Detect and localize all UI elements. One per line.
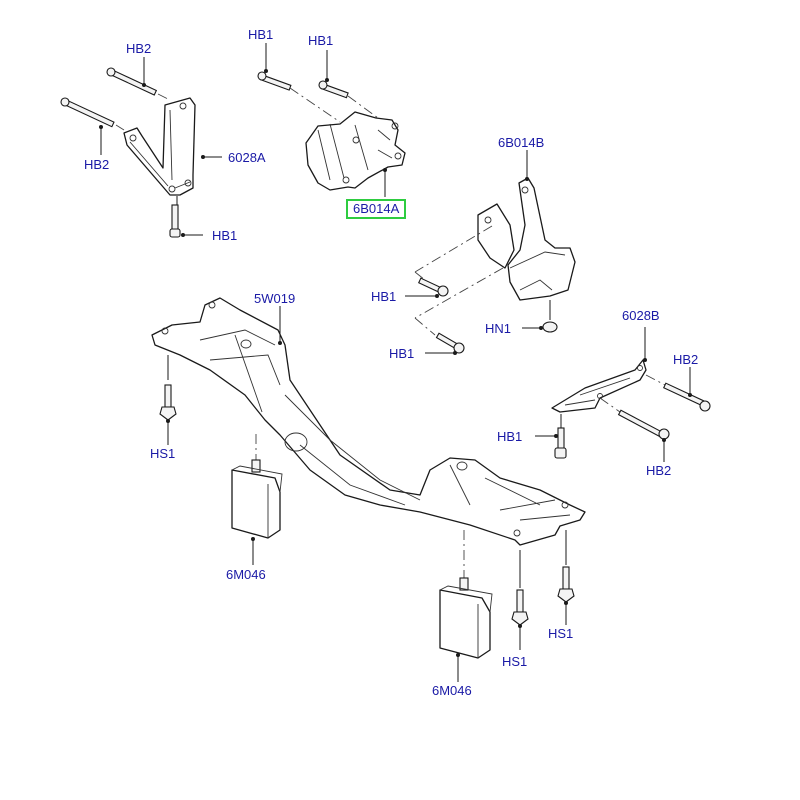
callout-hb2-right-top[interactable]: HB2 <box>673 352 699 367</box>
callout-6028b[interactable]: 6028B <box>622 308 660 323</box>
callout-hb1-mid-a[interactable]: HB1 <box>371 289 397 304</box>
callout-hb2-top[interactable]: HB2 <box>126 41 152 56</box>
mount-6m046-left[interactable] <box>231 434 283 539</box>
mount-6b014b[interactable] <box>477 177 576 301</box>
bracket-6b014a[interactable] <box>305 111 406 191</box>
callout-hs1-center[interactable]: HS1 <box>502 654 528 669</box>
bolt-hb2-right-top[interactable] <box>645 374 711 412</box>
callout-5w019[interactable]: 5W019 <box>254 291 296 306</box>
callout-hb1-top-a[interactable]: HB1 <box>248 27 274 42</box>
callout-hb1-mid-b[interactable]: HB1 <box>389 346 415 361</box>
bolt-hb1-6028a[interactable] <box>169 204 181 238</box>
bolt-hs1-left[interactable] <box>159 355 177 421</box>
bolt-hb2-top[interactable] <box>106 67 171 101</box>
callout-hb1-top-b[interactable]: HB1 <box>308 33 334 48</box>
bolt-hs1-center[interactable] <box>511 550 529 626</box>
bracket-6028b[interactable] <box>551 359 647 413</box>
callout-hb2-left[interactable]: HB2 <box>84 157 110 172</box>
callout-hs1-right[interactable]: HS1 <box>548 626 574 641</box>
callout-hn1[interactable]: HN1 <box>485 321 512 336</box>
callout-6b014b[interactable]: 6B014B <box>498 135 545 150</box>
bolt-hb1-mid-b[interactable] <box>435 332 465 354</box>
callout-6028a[interactable]: 6028A <box>228 150 266 165</box>
callout-hs1-left[interactable]: HS1 <box>150 446 176 461</box>
callout-hb1-right[interactable]: HB1 <box>497 429 523 444</box>
mount-6m046-right[interactable] <box>439 530 493 659</box>
bolt-hb1-top-a[interactable] <box>257 71 341 123</box>
callout-hb2-right-bottom[interactable]: HB2 <box>646 463 672 478</box>
bolt-hb1-mid-a[interactable] <box>418 277 449 297</box>
bracket-6028a[interactable] <box>123 97 196 196</box>
callout-6m046-right[interactable]: 6M046 <box>432 683 472 698</box>
bolt-hb1-right[interactable] <box>554 414 567 459</box>
nut-hn1[interactable] <box>542 300 558 333</box>
bolt-hb2-right-bottom[interactable] <box>599 397 670 440</box>
callout-hb1-6028a[interactable]: HB1 <box>212 228 238 243</box>
bolt-hs1-right[interactable] <box>557 530 575 603</box>
callout-6m046-left[interactable]: 6M046 <box>226 567 266 582</box>
crossmember-5w019[interactable] <box>151 297 586 546</box>
callout-6b014a-highlighted[interactable]: 6B014A <box>346 199 407 219</box>
bolt-hb1-top-b[interactable] <box>318 80 379 119</box>
bolt-hb2-left[interactable] <box>60 97 125 131</box>
